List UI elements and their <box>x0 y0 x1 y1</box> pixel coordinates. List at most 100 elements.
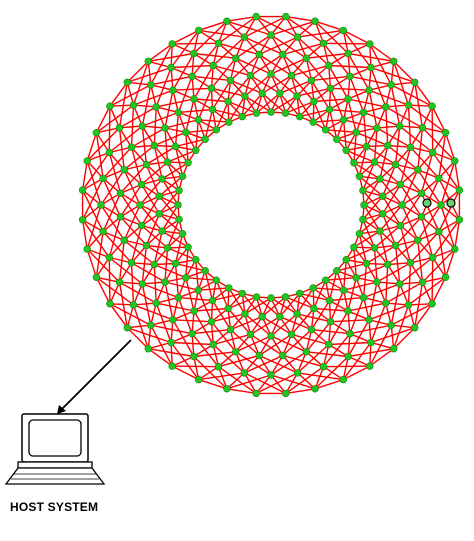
network-node <box>182 128 190 137</box>
network-link <box>376 127 411 148</box>
network-node <box>302 348 310 356</box>
network-link <box>421 248 456 283</box>
network-link <box>391 324 415 329</box>
network-node <box>296 289 304 298</box>
network-link <box>291 64 329 77</box>
network-node <box>167 338 175 347</box>
network-link <box>109 281 121 305</box>
network-link <box>328 109 338 140</box>
network-link <box>170 342 173 367</box>
network-link <box>132 104 143 127</box>
network-link <box>164 127 169 163</box>
network-link <box>431 276 447 305</box>
network-link <box>123 144 155 171</box>
network-link <box>297 20 316 38</box>
network-link <box>86 151 110 162</box>
network-link <box>185 132 189 163</box>
network-link <box>382 213 397 246</box>
network-link <box>420 152 434 194</box>
network-node <box>376 227 384 235</box>
network-link <box>368 319 392 326</box>
network-node <box>362 259 371 268</box>
network-link <box>185 98 195 133</box>
network-link <box>376 281 387 304</box>
network-link <box>142 111 179 127</box>
network-link <box>170 319 174 343</box>
network-link <box>314 378 344 390</box>
network-node <box>396 221 405 230</box>
network-link <box>313 119 344 123</box>
network-node <box>417 189 426 197</box>
network-link <box>311 329 330 346</box>
network-link <box>156 106 179 114</box>
network-link <box>158 175 184 197</box>
network-link <box>130 225 143 263</box>
network-link <box>387 125 401 146</box>
network-link <box>369 348 395 367</box>
network-link <box>282 36 299 55</box>
network-link <box>369 43 372 68</box>
network-link <box>376 281 400 285</box>
network-link <box>119 192 143 226</box>
network-link <box>379 178 403 206</box>
network-node <box>398 201 406 209</box>
network-link <box>191 310 195 334</box>
network-link <box>370 60 394 69</box>
network-link <box>210 65 214 89</box>
network-link <box>385 264 389 304</box>
network-link <box>258 53 292 77</box>
network-link <box>314 20 349 55</box>
network-link <box>147 43 173 62</box>
network-link <box>164 119 199 129</box>
network-node <box>282 389 290 398</box>
network-node <box>355 230 364 238</box>
network-link <box>390 61 395 85</box>
network-link <box>431 105 447 134</box>
network-link <box>285 16 324 44</box>
network-node <box>340 286 348 294</box>
network-link <box>141 264 155 285</box>
network-link <box>241 292 263 318</box>
network-link <box>270 95 298 113</box>
network-link <box>212 43 220 66</box>
network-link <box>314 20 325 44</box>
network-link <box>417 239 434 258</box>
network-link <box>400 216 422 227</box>
network-link <box>297 36 330 67</box>
network-link <box>399 225 412 263</box>
network-link <box>228 95 246 123</box>
network-link <box>279 316 312 331</box>
network-link <box>156 296 179 304</box>
network-node <box>137 180 146 189</box>
network-link <box>193 52 236 59</box>
network-link <box>172 90 180 113</box>
network-link <box>172 42 219 45</box>
network-node <box>169 86 177 94</box>
network-node <box>240 33 249 41</box>
network-link <box>444 132 456 162</box>
network-node <box>376 175 384 183</box>
network-link <box>86 248 110 259</box>
network-link <box>100 192 121 206</box>
network-link <box>353 230 381 248</box>
network-link <box>323 365 370 368</box>
network-link <box>170 67 174 91</box>
network-node <box>224 304 232 313</box>
network-node <box>168 40 176 48</box>
network-node <box>414 166 422 174</box>
network-link <box>230 316 263 331</box>
network-link <box>358 213 384 235</box>
network-node <box>224 97 232 106</box>
network-node <box>367 338 375 347</box>
network-node <box>209 61 217 70</box>
network-link <box>414 303 433 329</box>
network-link <box>100 169 125 206</box>
network-link <box>172 89 195 100</box>
network-node <box>382 299 390 307</box>
network-link <box>417 230 440 241</box>
network-link <box>235 335 272 353</box>
network-link <box>395 164 423 194</box>
network-link <box>119 281 157 304</box>
network-node <box>190 352 198 361</box>
network-link <box>328 65 332 89</box>
